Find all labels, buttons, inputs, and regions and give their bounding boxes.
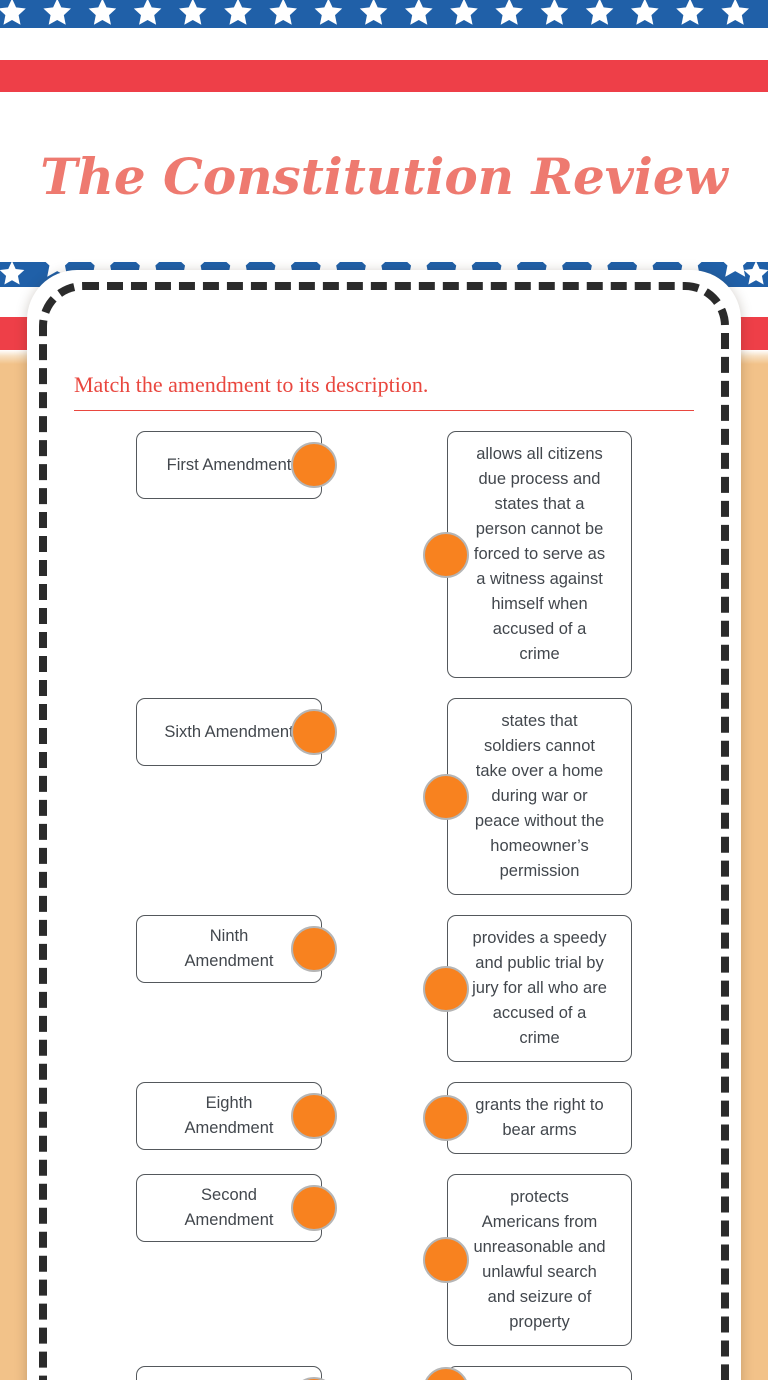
connector-dot[interactable] xyxy=(291,442,337,488)
match-row: Second Amendment protects Americans from… xyxy=(47,1174,721,1346)
term-label: First Amendment xyxy=(166,455,292,474)
dashed-border-frame: Match the amendment to its description. … xyxy=(39,282,729,1380)
match-row: Fourth Amendment allows a trial by xyxy=(47,1366,721,1380)
description-box[interactable]: grants the right to bear arms xyxy=(423,1082,632,1154)
stars-banner-icon xyxy=(0,0,768,28)
term-label: Second Amendment xyxy=(184,1186,274,1229)
term-box[interactable]: Sixth Amendment xyxy=(136,698,337,766)
description-label: protects Americans from unreasonable and… xyxy=(473,1188,606,1331)
instruction-underline xyxy=(74,410,694,411)
term-box[interactable]: Ninth Amendment xyxy=(136,915,337,983)
connector-dot[interactable] xyxy=(291,1185,337,1231)
description-box[interactable]: allows all citizens due process and stat… xyxy=(423,431,632,678)
match-row: Ninth Amendment provides a speedy and pu… xyxy=(47,915,721,1062)
description-label: provides a speedy and public trial by ju… xyxy=(472,929,607,1047)
connector-dot[interactable] xyxy=(291,1093,337,1139)
matching-instruction: Match the amendment to its description. xyxy=(74,372,429,397)
connector-dot[interactable] xyxy=(291,926,337,972)
term-label: Fourth Amendment xyxy=(185,1375,274,1380)
match-row: Eighth Amendment grants the right to bea… xyxy=(47,1082,721,1154)
connector-dot[interactable] xyxy=(423,965,469,1012)
connector-dot[interactable] xyxy=(423,1095,469,1141)
worksheet-card: Match the amendment to its description. … xyxy=(27,270,741,1380)
connector-dot[interactable] xyxy=(423,531,469,578)
description-label: allows all citizens due process and stat… xyxy=(473,445,606,663)
connector-dot[interactable] xyxy=(423,1366,469,1380)
description-label: states that soldiers cannot take over a … xyxy=(474,712,605,880)
match-row: Sixth Amendment states that soldiers can… xyxy=(47,698,721,895)
term-label: Sixth Amendment xyxy=(164,722,294,741)
term-label: Ninth Amendment xyxy=(184,927,274,970)
term-label: Eighth Amendment xyxy=(184,1094,274,1137)
description-box[interactable]: protects Americans from unreasonable and… xyxy=(423,1174,632,1346)
match-row: First Amendment allows all citizens due … xyxy=(47,431,721,678)
page-title: The Constitution Review xyxy=(40,147,728,206)
connector-dot[interactable] xyxy=(423,773,469,820)
description-box[interactable]: states that soldiers cannot take over a … xyxy=(423,698,632,895)
connector-dot[interactable] xyxy=(291,709,337,755)
description-box[interactable]: allows a trial by xyxy=(423,1366,632,1380)
red-stripe-top xyxy=(0,60,768,92)
term-box[interactable]: First Amendment xyxy=(136,431,337,499)
description-box[interactable]: provides a speedy and public trial by ju… xyxy=(423,915,632,1062)
matching-rows: First Amendment allows all citizens due … xyxy=(47,431,721,1380)
term-box[interactable]: Fourth Amendment xyxy=(136,1366,337,1380)
description-label: grants the right to bear arms xyxy=(475,1096,604,1139)
connector-dot[interactable] xyxy=(423,1237,469,1283)
term-box[interactable]: Second Amendment xyxy=(136,1174,337,1242)
term-box[interactable]: Eighth Amendment xyxy=(136,1082,337,1150)
